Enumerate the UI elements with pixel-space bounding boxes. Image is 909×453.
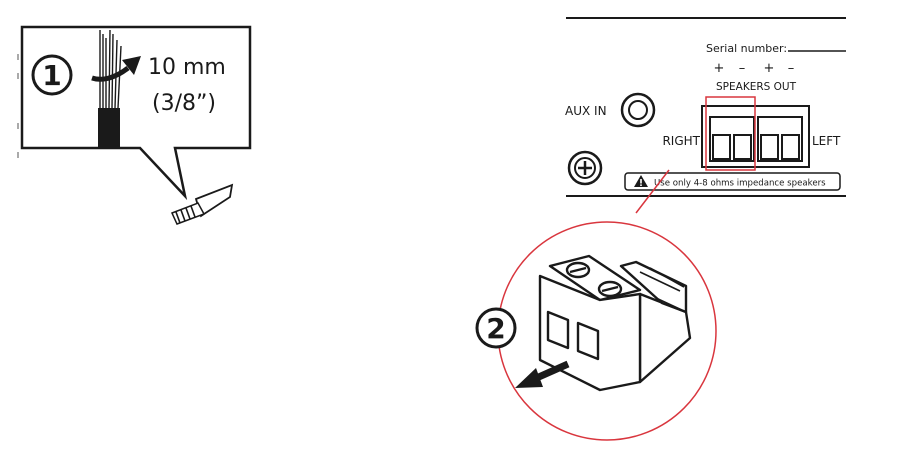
speakers-out-label: SPEAKERS OUT [716, 81, 797, 93]
strip-length-imperial: (3/8”) [152, 91, 216, 116]
serial-number-label: Serial number: [706, 42, 787, 55]
strip-length-arrowhead-icon [122, 56, 141, 75]
step1-number: 1 [42, 59, 61, 92]
strip-length-arrow-icon [91, 66, 130, 82]
wire-insulation [98, 108, 120, 148]
rear-panel: Serial number: + – + – SPEAKERS OUT AUX … [565, 17, 846, 197]
aux-in-jack-icon [620, 92, 656, 128]
step1-number-circle [31, 54, 73, 96]
zoom-leader-line [635, 169, 670, 214]
wire-strands [99, 29, 122, 109]
step1-callout: 1 10 mm (3/8”) [17, 25, 252, 225]
terminal-left-minus [781, 134, 800, 160]
strip-length-metric: 10 mm [148, 55, 226, 80]
polarity-right-minus: – [739, 61, 746, 76]
pull-out-arrow-icon [515, 360, 570, 388]
polarity-right-plus: + [714, 61, 725, 76]
terminal-left-plus [760, 134, 779, 160]
warning-text: Use only 4-8 ohms impedance speakers [654, 179, 826, 189]
polarity-left-minus: – [788, 61, 795, 76]
screw-icon [567, 150, 603, 186]
step1-callout-box [20, 25, 252, 201]
step2-number: 2 [486, 312, 505, 345]
terminal-right-plus [712, 134, 731, 160]
step2-number-circle [475, 307, 517, 349]
right-terminal-highlight [705, 96, 756, 171]
aux-in-label: AUX IN [565, 104, 607, 118]
left-channel-label: LEFT [812, 134, 841, 148]
impedance-warning: Use only 4-8 ohms impedance speakers [624, 172, 841, 191]
terminal-right-minus [733, 134, 752, 160]
terminal-plug-icon [538, 254, 692, 392]
polarity-left-plus: + [764, 61, 775, 76]
wire-tip-icon [170, 183, 234, 225]
right-channel-label: RIGHT [662, 134, 700, 148]
step2-zoom: 2 [475, 169, 717, 441]
